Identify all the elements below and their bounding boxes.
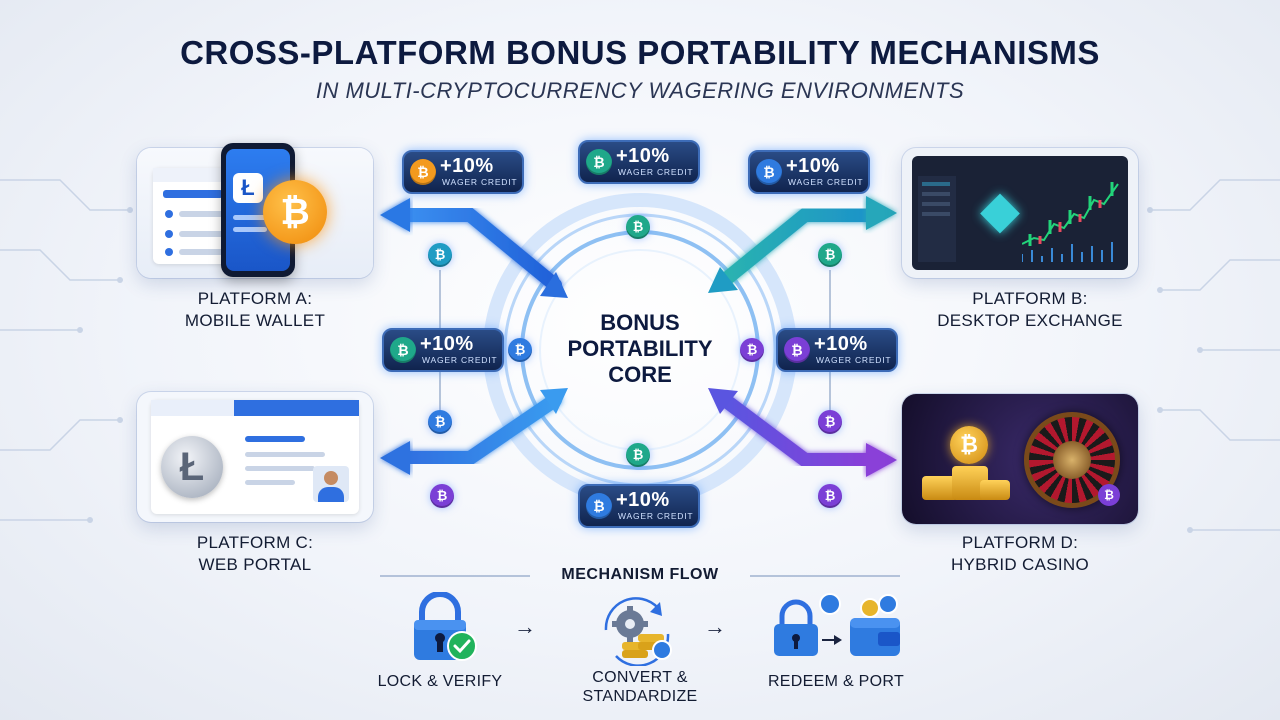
redeem-wallet-icon <box>774 593 900 656</box>
mechanism-flow-title: MECHANISM FLOW <box>561 566 719 583</box>
bitcoin-node-icon: ₿ <box>818 410 842 434</box>
coin-stack-icon <box>922 456 1012 500</box>
platform-d-card: ₿ ₿ <box>902 394 1138 524</box>
bitcoin-node-icon: ₿ <box>626 443 650 467</box>
bitcoin-node-icon: ₿ <box>430 484 454 508</box>
lock-icon <box>414 592 477 661</box>
step-convert-label: CONVERT & STANDARDIZE <box>582 669 698 705</box>
platform-b-label: PLATFORM B: DESKTOP EXCHANGE <box>937 289 1123 330</box>
flow-arrow-icon: → <box>514 614 536 639</box>
step-lock-verify-label: LOCK & VERIFY <box>377 673 503 690</box>
bitcoin-node-icon: ₿ <box>428 410 452 434</box>
web-portal-window: Ł <box>151 400 359 514</box>
candlestick-graph <box>1022 182 1119 262</box>
litecoin-icon: Ł <box>161 436 223 498</box>
page-title: CROSS-PLATFORM BONUS PORTABILITY MECHANI… <box>180 34 1100 71</box>
phone-mockup: Ł <box>221 143 295 277</box>
wager-credit-badge: ₿ +10% WAGER CREDIT <box>578 484 700 528</box>
ethereum-icon: ◆ <box>980 181 1020 239</box>
page-subtitle: IN MULTI-CRYPTOCURRENCY WAGERING ENVIRON… <box>315 78 965 103</box>
bitcoin-icon: ₿ <box>263 180 327 244</box>
bitcoin-icon: ₿ <box>950 426 988 464</box>
wager-credit-badge: ₿ +10% WAGER CREDIT <box>382 328 504 372</box>
wager-credit-badge: ₿ +10% WAGER CREDIT <box>402 150 524 194</box>
wager-credit-badge: ₿ +10% WAGER CREDIT <box>578 140 700 184</box>
platform-c-card: Ł <box>137 392 373 522</box>
wager-credit-badge: ₿ +10% WAGER CREDIT <box>776 328 898 372</box>
avatar <box>313 466 349 502</box>
bitcoin-icon: ₿ <box>410 159 436 185</box>
bitcoin-chip-icon: ₿ <box>1098 484 1120 506</box>
bitcoin-icon: ₿ <box>390 337 416 363</box>
bitcoin-node-icon: ₿ <box>818 243 842 267</box>
platform-c-label: PLATFORM C: WEB PORTAL <box>196 533 314 574</box>
bonus-portability-core: BONUS PORTABILITY CORE <box>567 310 713 387</box>
bitcoin-icon: ₿ <box>586 493 612 519</box>
litecoin-icon: Ł <box>233 173 263 203</box>
wager-credit-badge: ₿ +10% WAGER CREDIT <box>748 150 870 194</box>
platform-b-card: ◆ <box>902 148 1138 278</box>
step-redeem-port-label: REDEEM & PORT <box>767 673 905 690</box>
flow-arrow-icon: → <box>704 614 726 639</box>
exchange-chart-screen: ◆ <box>912 156 1128 270</box>
platform-d-label: PLATFORM D: HYBRID CASINO <box>950 533 1090 574</box>
convert-gear-coins-icon <box>604 597 672 666</box>
bitcoin-node-icon: ₿ <box>508 338 532 362</box>
platform-a-label: PLATFORM A: MOBILE WALLET <box>184 289 326 330</box>
bitcoin-node-icon: ₿ <box>626 215 650 239</box>
bitcoin-node-icon: ₿ <box>740 338 764 362</box>
bitcoin-node-icon: ₿ <box>428 243 452 267</box>
arrow-core-to-platform-a <box>398 208 562 292</box>
bitcoin-node-icon: ₿ <box>818 484 842 508</box>
bitcoin-icon: ₿ <box>586 149 612 175</box>
bitcoin-icon: ₿ <box>784 337 810 363</box>
bitcoin-icon: ₿ <box>756 159 782 185</box>
